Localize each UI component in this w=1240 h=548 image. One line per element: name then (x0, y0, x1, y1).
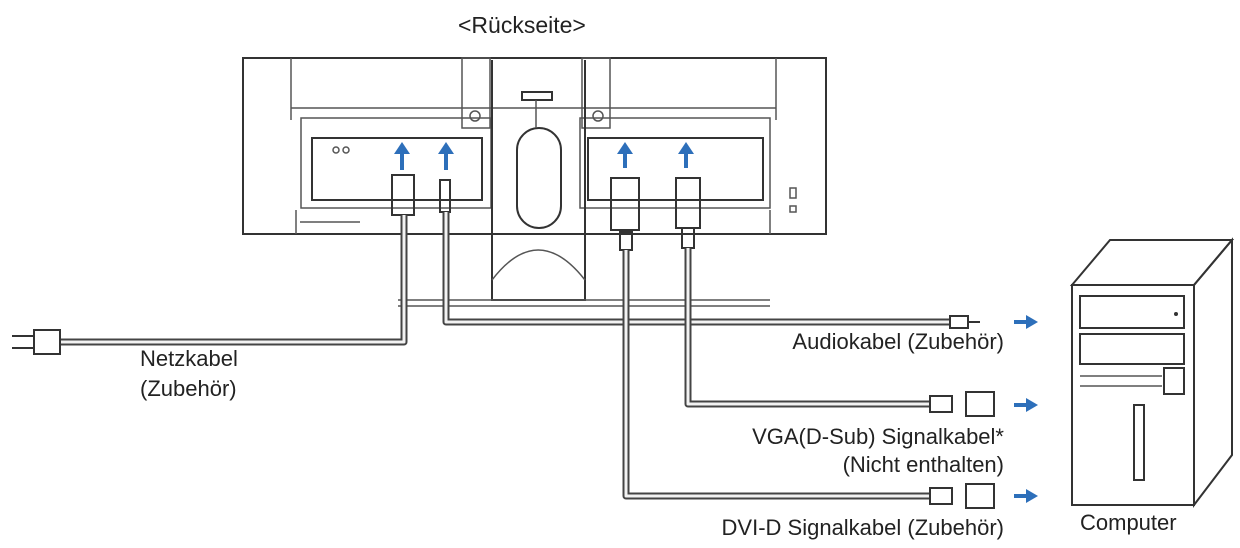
dvi-arrow (1014, 489, 1038, 503)
vga-cable-label-line1: VGA(D-Sub) Signalkabel* (752, 424, 1004, 449)
port-arrows (394, 142, 694, 170)
computer-label: Computer (1080, 510, 1177, 535)
power-cable-label-line2: (Zubehör) (140, 376, 237, 401)
computer-tower (1069, 237, 1235, 508)
diagram-title: <Rückseite> (458, 12, 586, 38)
vga-cable-label-line2: (Nicht enthalten) (842, 452, 1004, 477)
power-cable-label-line1: Netzkabel (140, 346, 238, 371)
audio-port-arrow (438, 142, 454, 170)
audio-cable-label: Audiokabel (Zubehör) (792, 329, 1004, 354)
audio-cable (442, 212, 980, 329)
dvi-cable-label: DVI-D Signalkabel (Zubehör) (721, 515, 1004, 540)
monitor-plugs (391, 174, 701, 251)
power-port-arrow (394, 142, 410, 170)
power-cable (12, 215, 408, 355)
vga-cable-label: VGA(D-Sub) Signalkabel* (Nicht enthalten… (752, 424, 1004, 478)
dvi-port-arrow (617, 142, 633, 168)
vga-arrow (1014, 398, 1038, 412)
vga-cable (684, 248, 995, 417)
power-cable-label: Netzkabel (Zubehör) (140, 346, 238, 402)
audio-arrow (1014, 315, 1038, 329)
dvi-cable (622, 250, 995, 509)
vga-port-arrow (678, 142, 694, 168)
computer-arrows (1014, 315, 1038, 503)
monitor-back (242, 57, 827, 235)
monitor-stand (398, 60, 770, 307)
